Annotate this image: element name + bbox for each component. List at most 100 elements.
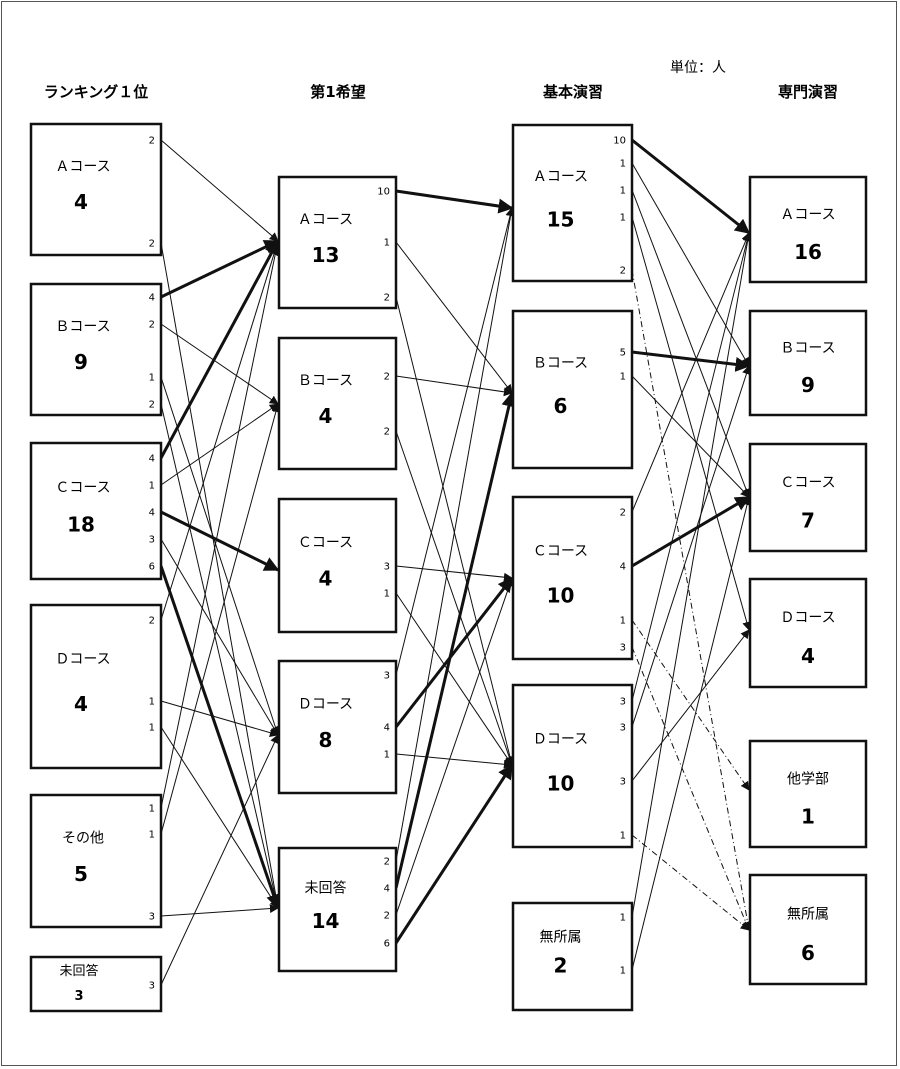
edge-count-r_c-h_b: 1: [149, 481, 155, 492]
node-box-k_a: [511, 123, 634, 283]
node-box-r_d: [29, 603, 163, 770]
node-label-k_none: 無所属: [540, 930, 582, 946]
node-label-k_c: Ｃコース: [533, 543, 588, 559]
flow-edges: [159, 138, 753, 986]
node-label-s_d: Ｄコース: [780, 610, 835, 626]
node-box-h_a: [277, 175, 398, 310]
node-box-r_oth: [29, 793, 163, 929]
flow-edge-k_d-s_d: [631, 629, 750, 782]
flow-edge-h_d-k_a: [395, 207, 515, 676]
edge-count-h_d-k_a: 3: [384, 671, 390, 682]
edge-count-k_none-s_c: 1: [620, 966, 626, 977]
flow-edge-k_a-s_none: [631, 269, 753, 931]
node-label-h_b: Ｂコース: [298, 373, 353, 389]
flow-edge-r_c-h_d: [160, 538, 279, 736]
flow-edge-h_a-k_b: [395, 241, 513, 394]
column-header-first-choice: 第1希望: [310, 83, 365, 101]
edge-count-h_un-k_c: 2: [384, 911, 390, 922]
flow-edge-r_c-h_c: [160, 510, 280, 572]
node-label-r_oth: その他: [62, 831, 104, 847]
node-label-k_d: Ｄコース: [533, 731, 588, 747]
edge-count-k_b-s_c: 1: [620, 372, 626, 383]
node-box-r_c: [29, 441, 163, 581]
node-value-k_c: 10: [547, 583, 575, 607]
node-k_none: 無所属 2: [511, 901, 634, 1012]
node-box-s_oth: [748, 739, 868, 849]
flow-edge-k_c-s_c: [631, 495, 751, 568]
edge-count-r_b-h_a: 4: [149, 293, 155, 304]
flow-edge-h_a-k_a: [395, 189, 514, 214]
edge-count-h_a-k_b: 1: [384, 238, 390, 249]
node-box-k_none: [511, 901, 634, 1012]
node-box-h_d: [277, 659, 398, 795]
edge-count-h_un-k_a: 2: [384, 857, 390, 868]
flow-edge-k_none-s_a: [631, 232, 753, 918]
flow-edge-r_a-h_un: [160, 242, 282, 909]
edge-count-h_a-k_d: 2: [384, 293, 390, 304]
node-label-r_a: Ａコース: [55, 159, 110, 175]
edge-count-h_un-k_b: 4: [384, 884, 390, 895]
flow-edge-k_d-s_a: [631, 232, 752, 702]
flow-edge-k_a-s_c: [631, 189, 751, 498]
edge-count-k_c-s_oth: 1: [620, 616, 626, 627]
unit-label: 単位：人: [670, 60, 726, 76]
node-value-k_a: 15: [547, 207, 575, 231]
node-label-s_none: 無所属: [787, 907, 829, 923]
node-h_un: 未回答 14: [277, 846, 398, 973]
node-k_a: Ａコース 15: [511, 123, 634, 283]
flow-edge-r_d-h_d: [160, 700, 279, 738]
flow-edge-h_un-k_b: [394, 391, 517, 889]
column-header-ranking: ランキング１位: [44, 83, 149, 101]
node-label-r_un: 未回答: [59, 963, 98, 979]
node-box-h_b: [277, 336, 398, 471]
node-box-r_b: [29, 282, 163, 417]
edge-count-r_b-h_b: 2: [149, 320, 155, 331]
column-header-basic-seminar: 基本演習: [542, 83, 603, 101]
node-value-h_c: 4: [319, 566, 333, 590]
edge-count-r_c-h_c: 4: [149, 508, 155, 519]
flow-edge-k_a-s_a: [631, 138, 751, 235]
node-value-h_d: 8: [319, 728, 333, 752]
edge-count-r_d-h_a: 2: [149, 616, 155, 627]
edge-count-r_b-h_un: 2: [149, 400, 155, 411]
node-value-r_c: 18: [67, 512, 95, 536]
node-value-h_un: 14: [312, 909, 340, 933]
node-value-k_none: 2: [554, 954, 568, 978]
edge-count-k_d-s_a: 3: [620, 697, 626, 708]
flow-edge-h_un-k_c: [395, 577, 514, 916]
node-box-s_b: [748, 309, 868, 417]
flow-edge-r_a-h_a: [160, 139, 279, 242]
node-label-r_d: Ｄコース: [55, 652, 110, 668]
flow-edge-h_c-k_c: [395, 565, 513, 582]
edge-count-h_a-k_a: 10: [377, 187, 390, 198]
flow-edge-r_oth-h_b: [160, 403, 281, 835]
flow-edge-h_c-k_d: [395, 592, 513, 766]
node-r_un: 未回答 3: [29, 955, 163, 1013]
flow-edge-k_b-s_b: [631, 350, 751, 372]
flow-edge-k_d-s_b: [631, 365, 751, 728]
column-header-advanced-seminar: 専門演習: [778, 83, 838, 101]
flow-edge-r_d-h_a: [160, 240, 280, 621]
edge-count-r_oth-h_b: 1: [149, 830, 155, 841]
node-value-s_c: 7: [801, 508, 815, 532]
node-box-s_d: [748, 577, 868, 689]
node-label-h_a: Ａコース: [298, 212, 353, 228]
flow-edge-k_a-s_d: [631, 216, 752, 631]
node-label-k_a: Ａコース: [533, 169, 588, 185]
edge-count-k_a-s_b: 1: [620, 159, 626, 170]
edge-count-h_un-k_d: 6: [384, 939, 390, 950]
flow-edge-k_a-s_b: [631, 162, 750, 367]
edge-count-r_un-h_d: 3: [149, 981, 155, 992]
flow-edge-h_b-k_b: [395, 375, 513, 397]
node-label-h_un: 未回答: [305, 879, 347, 896]
edge-count-k_a-s_d: 1: [620, 213, 626, 224]
